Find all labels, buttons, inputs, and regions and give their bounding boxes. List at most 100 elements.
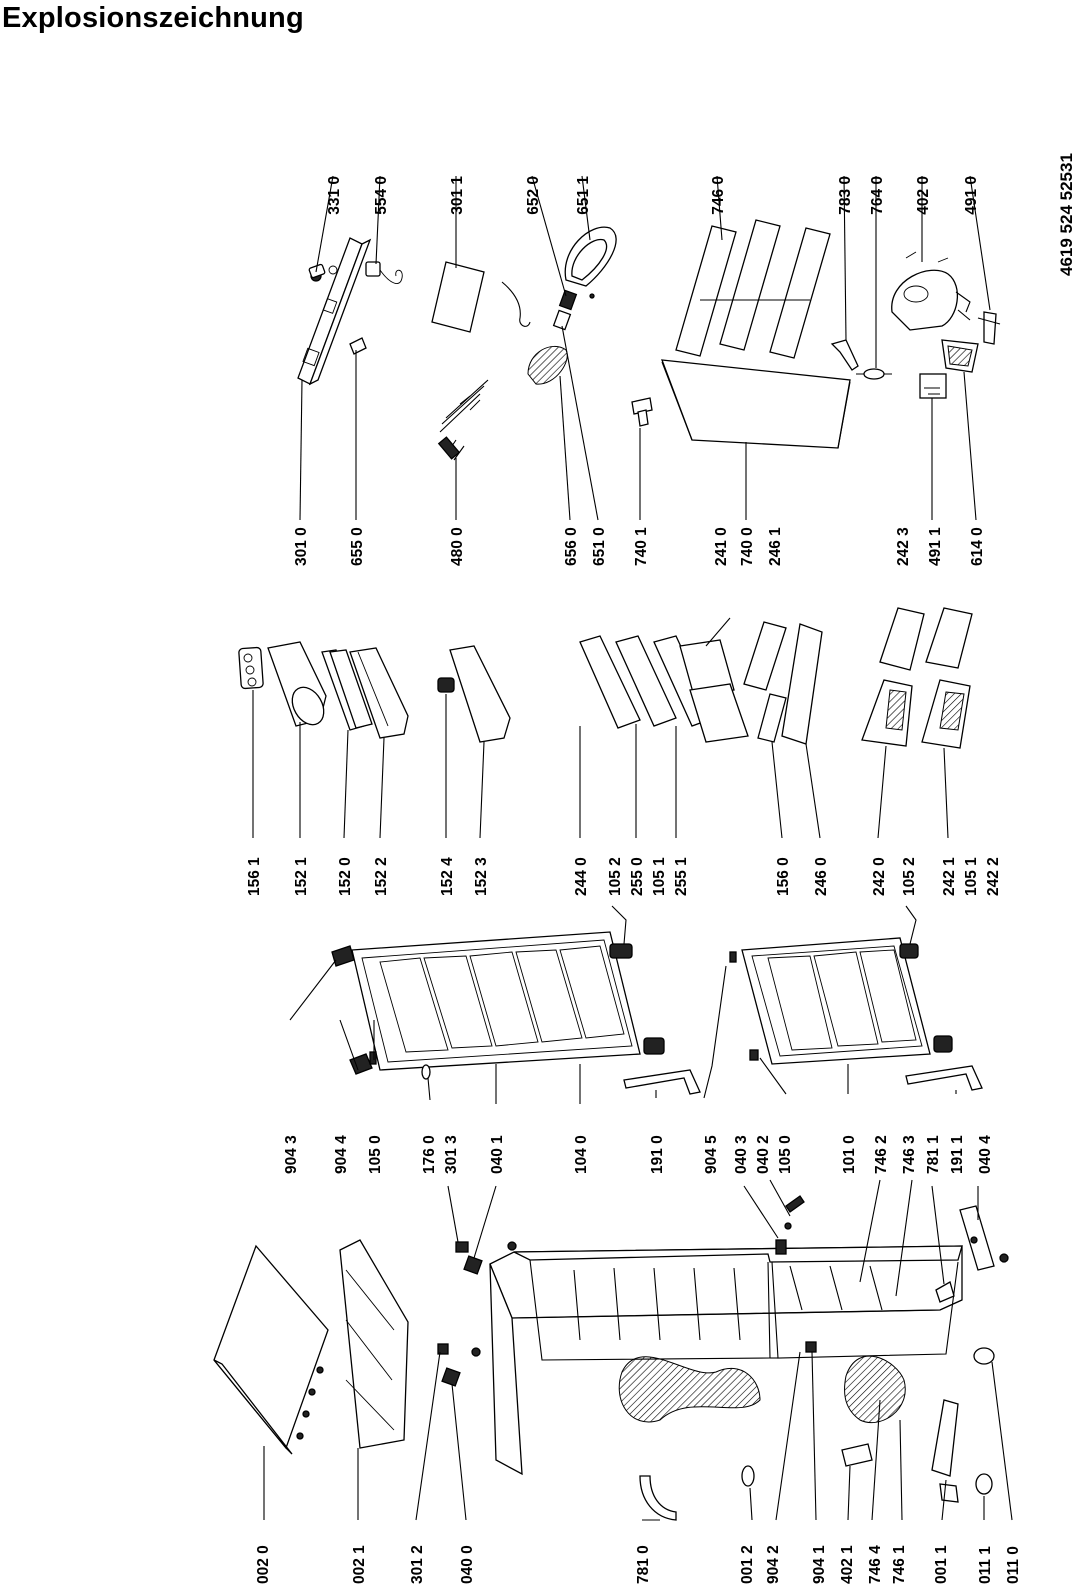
hardware-part bbox=[437, 1195, 1009, 1521]
part-number-label: 156 0 bbox=[775, 857, 792, 896]
freezer-drawer-part bbox=[679, 617, 749, 743]
part-number-label: 301 2 bbox=[409, 1545, 426, 1584]
clip-part bbox=[977, 311, 1001, 345]
leader-lines bbox=[252, 175, 1013, 1521]
page-title: Explosionszeichnung bbox=[2, 2, 304, 34]
part-number-label: 040 3 bbox=[733, 1135, 750, 1174]
part-number-label: 040 1 bbox=[489, 1135, 506, 1174]
part-number-label: 781 0 bbox=[635, 1545, 652, 1584]
top-cover-part bbox=[213, 1239, 409, 1455]
crisper-drawer-part bbox=[861, 607, 973, 749]
part-number-label: 105 2 bbox=[901, 857, 918, 896]
part-number-label: 904 1 bbox=[811, 1545, 828, 1584]
part-number-label: 191 1 bbox=[949, 1135, 966, 1174]
lamp-socket-part bbox=[349, 337, 367, 355]
glass-shelf-part bbox=[743, 621, 823, 745]
part-number-label: 244 0 bbox=[573, 857, 590, 896]
part-number-label: 105 0 bbox=[777, 1135, 794, 1174]
part-number-label: 746 4 bbox=[867, 1545, 884, 1584]
part-number-label: 001 2 bbox=[739, 1545, 756, 1584]
part-number-label: 105 1 bbox=[651, 857, 668, 896]
part-number-label: 101 0 bbox=[841, 1135, 858, 1174]
part-number-label: 656 0 bbox=[563, 527, 580, 566]
part-number-label: 402 0 bbox=[915, 176, 932, 215]
label-group-lower-middle-row: 156 1 152 1 152 0 152 2 152 4 152 3 244 0 105 2… bbox=[246, 857, 1002, 896]
butter-compartment-part bbox=[267, 641, 327, 727]
part-number-label: 740 1 bbox=[633, 527, 650, 566]
cabinet-body-part bbox=[489, 1245, 963, 1476]
glass-shelf-part bbox=[579, 635, 641, 729]
thermostat-part bbox=[308, 263, 326, 279]
part-number-label: 746 1 bbox=[891, 1545, 908, 1584]
part-number-label: 152 2 bbox=[373, 857, 390, 896]
lower-door-part bbox=[741, 937, 953, 1065]
part-number-label: 904 5 bbox=[703, 1135, 720, 1174]
part-number-label: 156 1 bbox=[246, 857, 263, 896]
part-number-label: 764 0 bbox=[869, 176, 886, 215]
cable-harness-part bbox=[437, 379, 489, 461]
compressor-part bbox=[891, 251, 971, 331]
part-number-label: 242 3 bbox=[895, 527, 912, 566]
part-number-label: 301 3 bbox=[443, 1135, 460, 1174]
part-number-label: 301 1 bbox=[449, 176, 466, 215]
part-number-label: 746 2 bbox=[873, 1135, 890, 1174]
part-number-label: 242 2 bbox=[985, 857, 1002, 896]
valve-part bbox=[631, 397, 653, 427]
document-number: 4619 524 52531 bbox=[1057, 153, 1076, 276]
part-number-label: 040 0 bbox=[459, 1545, 476, 1584]
bracket-part bbox=[830, 339, 859, 371]
part-number-label: 491 1 bbox=[927, 527, 944, 566]
part-number-label: 614 0 bbox=[969, 527, 986, 566]
upper-door-seal-part bbox=[623, 1069, 701, 1095]
capacitor-part bbox=[919, 373, 947, 399]
part-number-label: 105 2 bbox=[607, 857, 624, 896]
door-shelf-part bbox=[321, 649, 373, 731]
part-number-label: 152 3 bbox=[473, 857, 490, 896]
part-number-label: 002 1 bbox=[351, 1545, 368, 1584]
part-number-label: 746 3 bbox=[901, 1135, 918, 1174]
part-number-label: 011 1 bbox=[977, 1546, 994, 1584]
part-number-label: 491 0 bbox=[963, 176, 980, 215]
part-number-label: 001 1 bbox=[933, 1545, 950, 1584]
part-number-label: 176 0 bbox=[421, 1135, 438, 1174]
part-number-label: 152 0 bbox=[337, 857, 354, 896]
part-number-label: 104 0 bbox=[573, 1135, 590, 1174]
part-number-label: 651 0 bbox=[591, 527, 608, 566]
lamp-cover-part bbox=[527, 226, 617, 385]
part-number-label: 783 0 bbox=[837, 176, 854, 215]
cover-plate-part bbox=[431, 261, 485, 333]
part-number-label: 331 0 bbox=[326, 176, 343, 215]
wire-part bbox=[501, 281, 531, 327]
control-panel-part bbox=[297, 237, 372, 386]
hinge-cover-part bbox=[331, 945, 759, 1080]
part-number-label: 242 0 bbox=[871, 857, 888, 896]
part-number-label: 402 1 bbox=[839, 1545, 856, 1584]
upper-door-part bbox=[351, 931, 665, 1071]
part-number-label: 040 2 bbox=[755, 1135, 772, 1174]
part-number-label: 002 0 bbox=[255, 1545, 272, 1584]
part-number-label: 152 1 bbox=[293, 857, 310, 896]
part-number-label: 652 0 bbox=[525, 176, 542, 215]
part-number-label: 191 0 bbox=[649, 1135, 666, 1174]
part-number-label: 246 1 bbox=[767, 527, 784, 566]
part-number-label: 246 0 bbox=[813, 857, 830, 896]
part-number-label: 105 1 bbox=[963, 857, 980, 896]
drier-part bbox=[856, 368, 892, 380]
part-number-label: 255 0 bbox=[629, 857, 646, 896]
part-number-label: 152 4 bbox=[439, 857, 456, 896]
evaporator-grid-part bbox=[675, 219, 831, 359]
door-shelf-part bbox=[349, 647, 409, 739]
part-number-label: 241 0 bbox=[713, 527, 730, 566]
part-number-label: 011 0 bbox=[1005, 1546, 1022, 1584]
part-number-label: 255 1 bbox=[673, 857, 690, 896]
part-number-label: 554 0 bbox=[373, 176, 390, 215]
part-number-label: 655 0 bbox=[349, 527, 366, 566]
lower-door-seal-part bbox=[905, 1065, 983, 1091]
part-number-label: 651 1 bbox=[575, 176, 592, 215]
part-number-label: 740 0 bbox=[739, 527, 756, 566]
